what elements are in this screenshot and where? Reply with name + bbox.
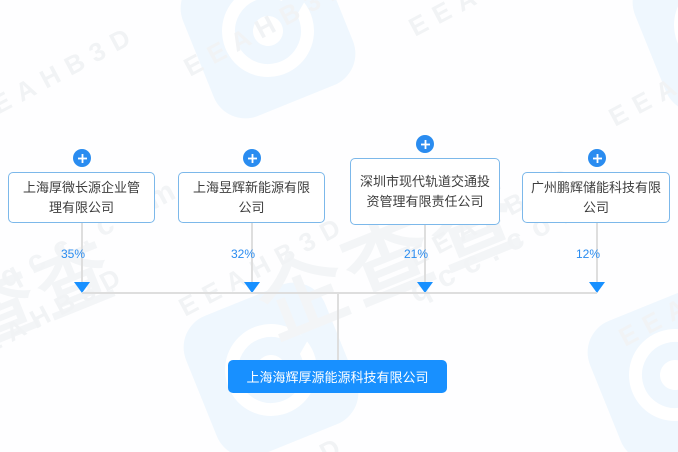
watermark-text-4: EEAHB3D xyxy=(603,17,678,133)
shareholder-node-2[interactable]: 深圳市现代轨道交通投资管理有限责任公司 xyxy=(350,158,500,225)
watermark-text-2: EEAHB3D xyxy=(178,0,359,83)
target-company-name: 上海海辉厚源能源科技有限公司 xyxy=(246,370,429,385)
connector-stem-1 xyxy=(251,222,253,288)
shareholder-name-3: 广州鹏辉储能科技有限公司 xyxy=(531,179,662,215)
watermark-brand-left: 企查查 xyxy=(0,225,130,393)
connector-arrow-1 xyxy=(244,282,260,293)
shareholder-node-1[interactable]: 上海昱辉新能源有限公司 xyxy=(178,172,325,223)
connector-arrow-0 xyxy=(74,282,90,293)
watermark-logo-top xyxy=(170,0,366,129)
ownership-percent-0: 35% xyxy=(60,247,86,261)
shareholder-node-3[interactable]: 广州鹏辉储能科技有限公司 xyxy=(522,172,670,223)
plus-icon[interactable] xyxy=(588,149,606,167)
plus-icon[interactable] xyxy=(73,149,91,167)
shareholder-name-0: 上海厚微长源企业管理有限公司 xyxy=(22,179,140,215)
watermark-text-3: EEAHB3D xyxy=(404,0,584,43)
watermark-text-9: EEAHB3D xyxy=(174,428,354,452)
shareholder-node-0[interactable]: 上海厚微长源企业管理有限公司 xyxy=(8,172,155,223)
connector-stem-2 xyxy=(424,225,426,288)
watermark-text-6: EEAHB3D xyxy=(173,207,354,323)
target-company-node[interactable]: 上海海辉厚源能源科技有限公司 xyxy=(228,360,447,393)
connector-arrow-2 xyxy=(417,282,433,293)
watermark-text-8: EEAHB3D xyxy=(613,237,678,353)
shareholder-name-1: 上海昱辉新能源有限公司 xyxy=(192,179,310,215)
connector-stem-3 xyxy=(596,222,598,288)
watermark-logo-top-right xyxy=(622,0,678,123)
watermark-text-5: EEAHB3D xyxy=(0,257,134,373)
watermark-logo-right xyxy=(577,277,678,452)
watermark-text-1: EEAHB3D xyxy=(0,17,144,133)
connector-bus-bar xyxy=(82,292,597,294)
plus-icon[interactable] xyxy=(416,135,434,153)
shareholder-name-2: 深圳市现代轨道交通投资管理有限责任公司 xyxy=(359,173,490,209)
ownership-percent-3: 12% xyxy=(575,247,601,261)
connector-arrow-3 xyxy=(589,282,605,293)
connector-stem-0 xyxy=(81,222,83,288)
connector-target-stem xyxy=(337,292,339,360)
ownership-percent-1: 32% xyxy=(230,247,256,261)
plus-icon[interactable] xyxy=(243,149,261,167)
ownership-percent-2: 21% xyxy=(403,247,429,261)
